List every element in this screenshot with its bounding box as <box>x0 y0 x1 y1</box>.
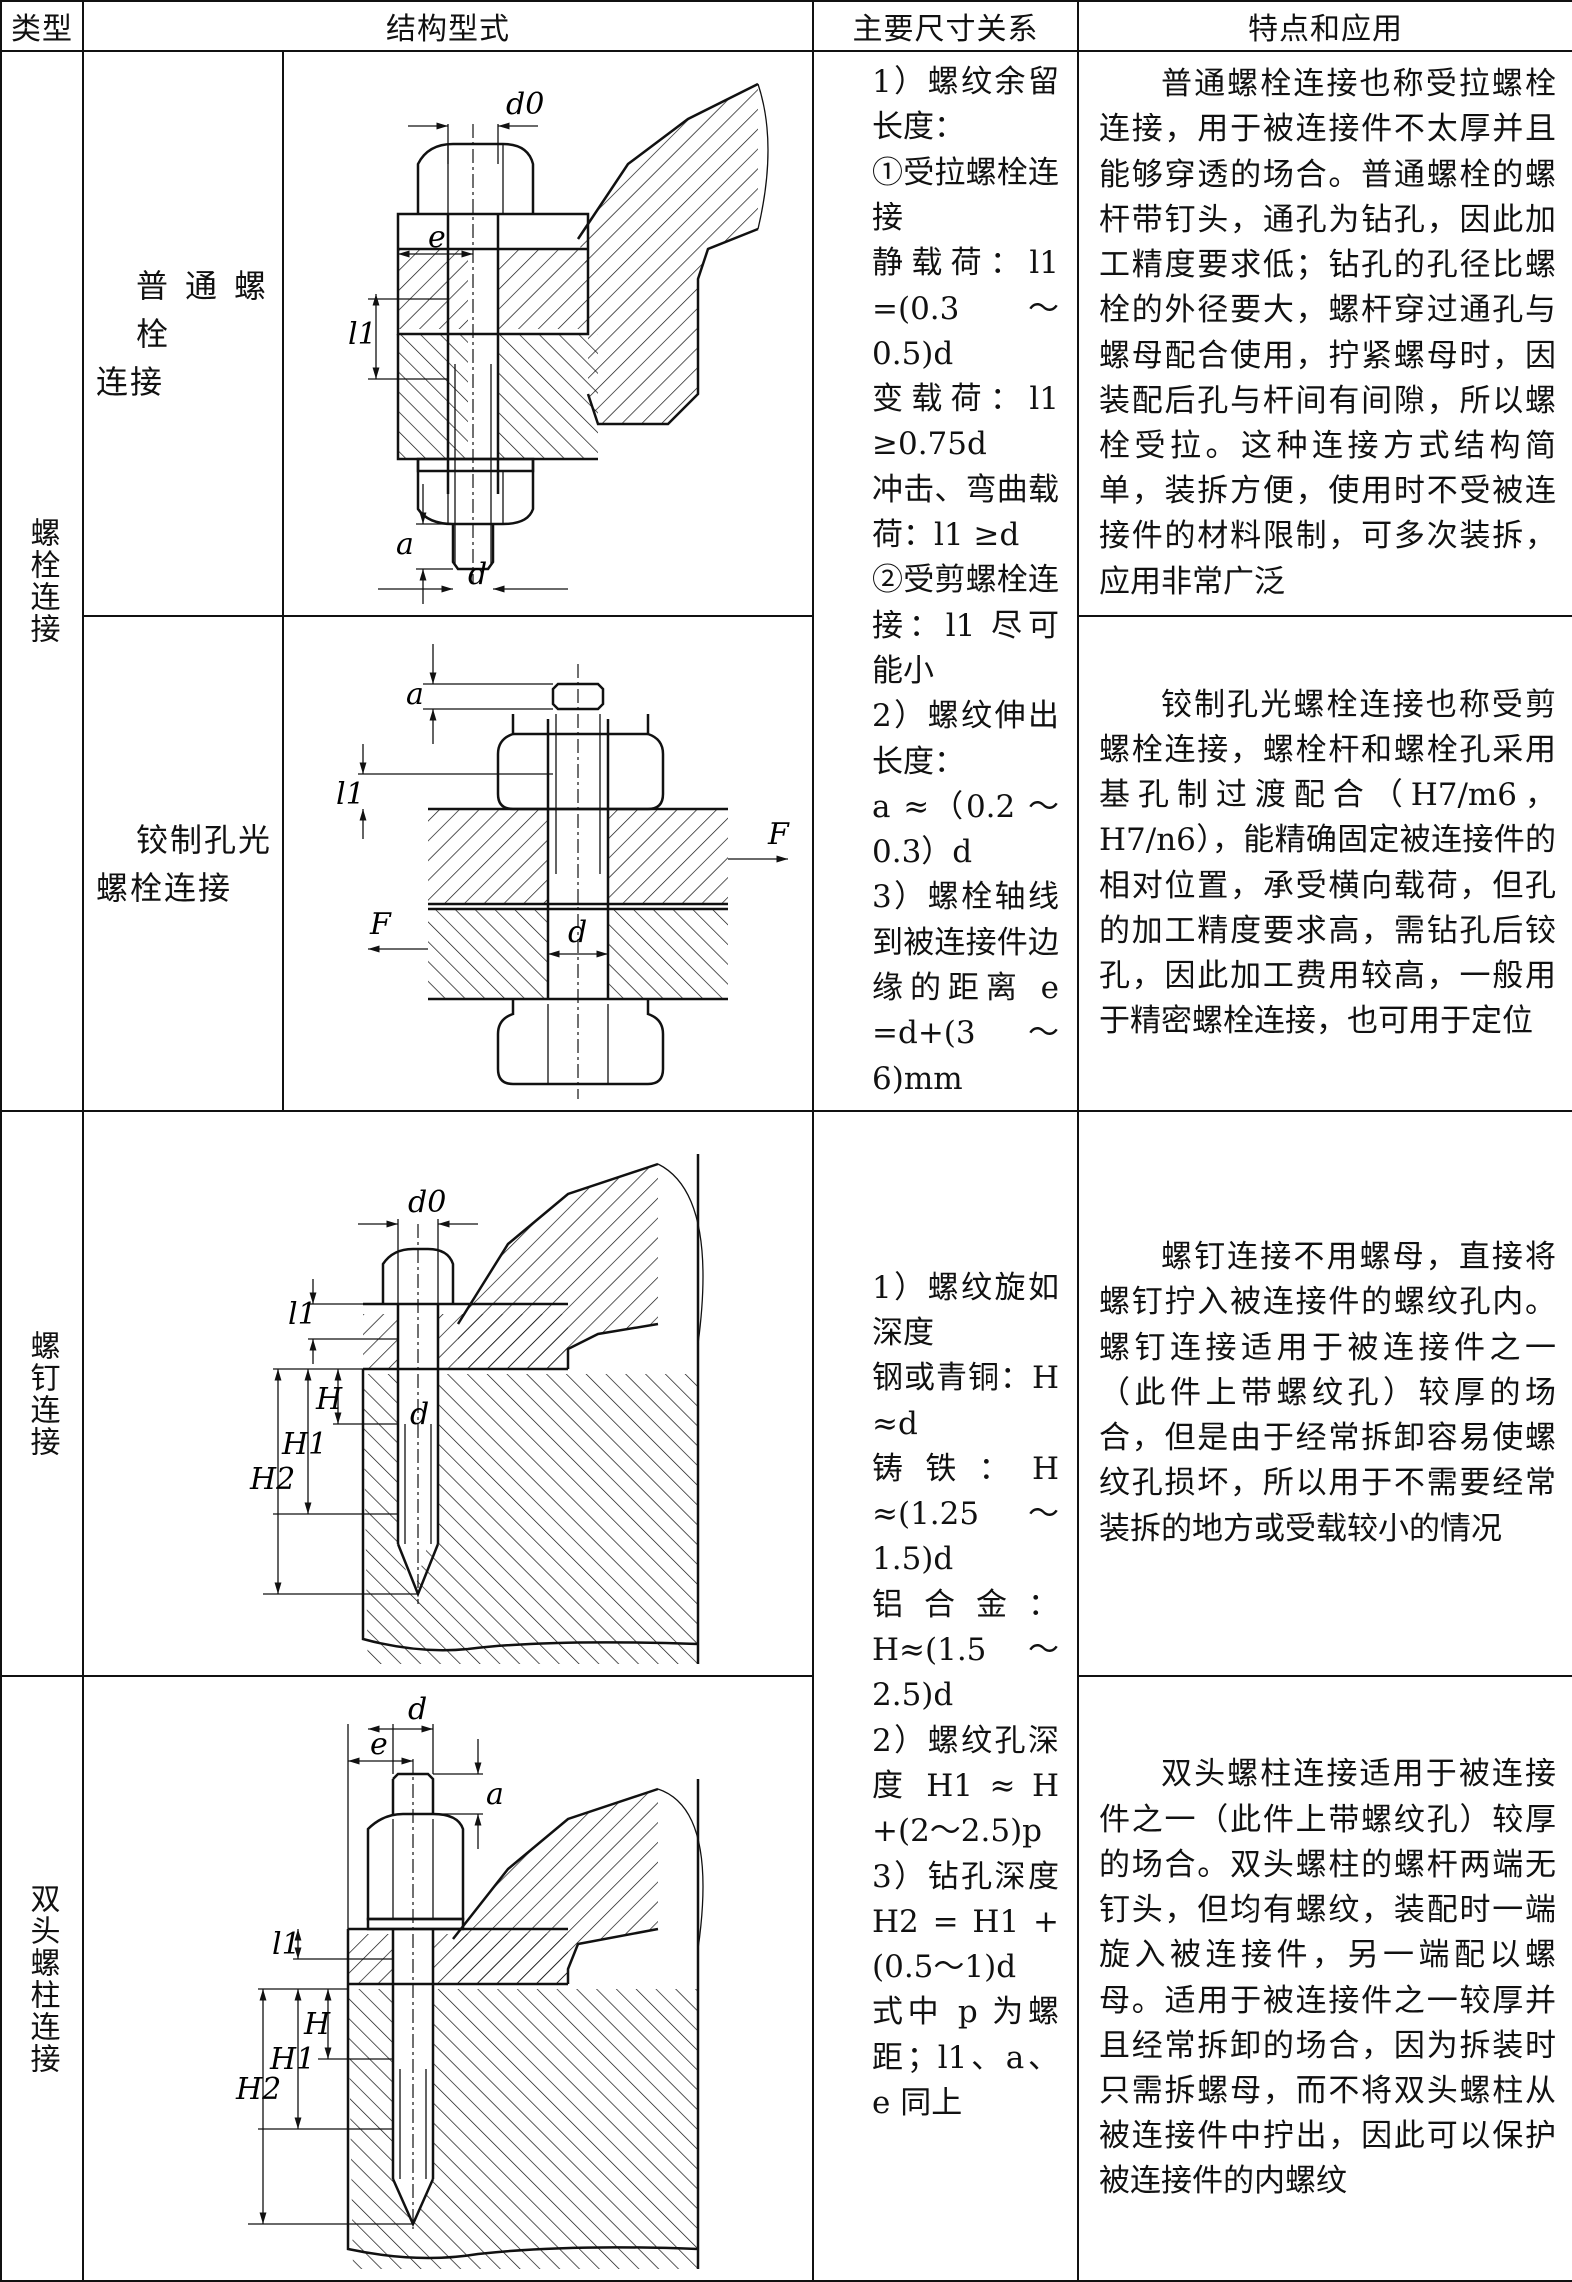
dim-screw-6: 式中 p 为螺距；l1、a、e 同上 <box>872 1994 1059 2122</box>
label-H1-3: H1 <box>281 1427 327 1462</box>
dim-bolt-5: ②受剪螺栓连接：l1 尽可能小 <box>872 562 1059 689</box>
header-features: 特点和应用 <box>1077 0 1572 52</box>
type-stud-connection: 双头螺柱连接 <box>0 1675 84 2282</box>
label-d: d <box>468 557 487 592</box>
features-stud: 双头螺柱连接适用于被连接件之一（此件上带螺纹孔）较厚的场合。双头螺柱的螺杆两端无… <box>1077 1675 1572 2282</box>
dim-bolt-2: 静载荷：l1 =(0.3～0.5)d <box>872 245 1059 372</box>
dim-screw-0: 1）螺纹旋如深度 <box>872 1269 1059 1351</box>
name-reamed-bolt-line1: 铰制孔光 <box>136 820 273 859</box>
dimensions-screw-stud: 1）螺纹旋如深度 钢或青铜：H ≈d 铸铁：H ≈(1.25～1.5)d 铝合金… <box>812 1110 1079 2282</box>
feature-text-0: 普通螺栓连接也称受拉螺栓连接，用于被连接件不太厚并且能够穿透的场合。普通螺栓的螺… <box>1099 66 1556 600</box>
screw-drawing: d0 l1 H H1 H2 d <box>249 1153 704 1664</box>
label-d-4: d <box>408 1692 427 1727</box>
dim-bolt-8: 3）螺栓轴线到被连接件边缘的距离 e =d+(3～6)mm <box>872 879 1059 1097</box>
label-F-left: F <box>369 907 392 942</box>
row-screw: 螺钉连接 <box>0 1110 1572 2282</box>
name-ordinary-bolt-line2: 连接 <box>96 362 165 401</box>
dim-screw-2: 铸铁：H ≈(1.25～1.5)d <box>872 1450 1059 1578</box>
header-type: 类型 <box>0 0 84 52</box>
type-bolt-connection: 螺栓连接 <box>0 50 84 1112</box>
type-stud-label: 双头螺柱连接 <box>24 1882 60 2075</box>
figure-stud: d e a l1 H H1 H2 <box>82 1675 814 2282</box>
label-d0-3: d0 <box>408 1185 446 1220</box>
type-screw-label: 螺钉连接 <box>24 1329 60 1458</box>
feature-text-3: 双头螺柱连接适用于被连接件之一（此件上带螺纹孔）较厚的场合。双头螺柱的螺杆两端无… <box>1099 1756 1556 2200</box>
label-H-4: H <box>303 2007 331 2042</box>
row-ordinary-bolt: 螺栓连接 普通螺栓 连接 <box>0 50 1572 1112</box>
feature-text-1: 铰制孔光螺栓连接也称受剪螺栓连接，螺栓杆和螺栓孔采用基孔制过渡配合（H7/m6，… <box>1099 686 1556 1040</box>
label-d-3: d <box>410 1397 429 1432</box>
label-H1-4: H1 <box>269 2042 315 2077</box>
dim-bolt-4: 冲击、弯曲载荷：l1 ≥d <box>872 471 1059 554</box>
label-l1-3: l1 <box>288 1297 317 1332</box>
label-a: a <box>396 527 414 562</box>
name-reamed-bolt-line2: 螺栓连接 <box>96 868 233 907</box>
figure-screw: d0 l1 H H1 H2 d <box>82 1110 814 1677</box>
header-structure: 结构型式 <box>82 0 814 52</box>
dim-screw-3: 铝合金：H≈(1.5～2.5)d <box>872 1586 1059 1714</box>
feature-text-2: 螺钉连接不用螺母，直接将螺钉拧入被连接件的螺纹孔内。螺钉连接适用于被连接件之一（… <box>1099 1239 1556 1547</box>
dim-bolt-1: ①受拉螺栓连接 <box>872 154 1059 236</box>
reamed-bolt-drawing: a l1 d F F <box>336 643 790 1099</box>
features-screw: 螺钉连接不用螺母，直接将螺钉拧入被连接件的螺纹孔内。螺钉连接适用于被连接件之一（… <box>1077 1110 1572 1677</box>
ordinary-bolt-drawing: d0 e l1 a d <box>348 82 769 604</box>
dimensions-bolt: 1）螺纹余留长度： ①受拉螺栓连接 静载荷：l1 =(0.3～0.5)d 变载荷… <box>812 50 1079 1112</box>
dim-bolt-3: 变载荷：l1 ≥0.75d <box>872 381 1059 463</box>
label-a-4: a <box>486 1777 504 1812</box>
label-l1: l1 <box>348 317 377 352</box>
row-stud: 双头螺柱连接 <box>0 1675 1572 2282</box>
label-a-2: a <box>406 677 424 712</box>
label-l1-2: l1 <box>336 777 365 812</box>
dim-bolt-6: 2）螺纹伸出长度： <box>872 698 1059 780</box>
name-ordinary-bolt: 普通螺栓 连接 <box>82 50 284 617</box>
stud-drawing: d e a l1 H H1 H2 <box>235 1692 704 2269</box>
row-reamed-bolt: 铰制孔光 螺栓连接 <box>1 615 1572 1112</box>
dim-bolt-7: a ≈（0.2 ～0.3）d <box>872 788 1059 871</box>
label-l1-4: l1 <box>272 1927 301 1962</box>
figure-reamed-bolt: a l1 d F F <box>282 615 814 1112</box>
label-e: e <box>428 220 446 255</box>
dim-screw-4: 2）螺纹孔深度 H1 ≈ H +(2～2.5)p <box>872 1722 1059 1850</box>
header-row: 类型 结构型式 主要尺寸关系 特点和应用 <box>0 0 1572 52</box>
label-e-4: e <box>370 1727 388 1762</box>
label-d-2: d <box>568 915 587 950</box>
figure-ordinary-bolt: d0 e l1 a d <box>282 50 814 617</box>
type-bolt-label: 螺栓连接 <box>24 517 60 645</box>
dim-bolt-0: 1）螺纹余留长度： <box>872 64 1059 146</box>
name-reamed-bolt: 铰制孔光 螺栓连接 <box>82 615 284 1112</box>
type-screw-connection: 螺钉连接 <box>0 1110 84 1677</box>
label-H2-3: H2 <box>249 1462 295 1497</box>
label-F-right: F <box>767 817 790 852</box>
label-d0: d0 <box>506 87 544 122</box>
features-ordinary-bolt: 普通螺栓连接也称受拉螺栓连接，用于被连接件不太厚并且能够穿透的场合。普通螺栓的螺… <box>1077 50 1572 617</box>
dim-screw-1: 钢或青铜：H ≈d <box>872 1360 1059 1442</box>
features-reamed-bolt: 铰制孔光螺栓连接也称受剪螺栓连接，螺栓杆和螺栓孔采用基孔制过渡配合（H7/m6，… <box>1077 615 1572 1112</box>
name-ordinary-bolt-line1: 普通螺栓 <box>136 266 272 353</box>
dim-screw-5: 3）钻孔深度 H2 = H1 +(0.5～1)d <box>872 1858 1059 1986</box>
label-H2-4: H2 <box>235 2072 281 2107</box>
header-dimensions: 主要尺寸关系 <box>812 0 1079 52</box>
label-H-3: H <box>315 1382 343 1417</box>
